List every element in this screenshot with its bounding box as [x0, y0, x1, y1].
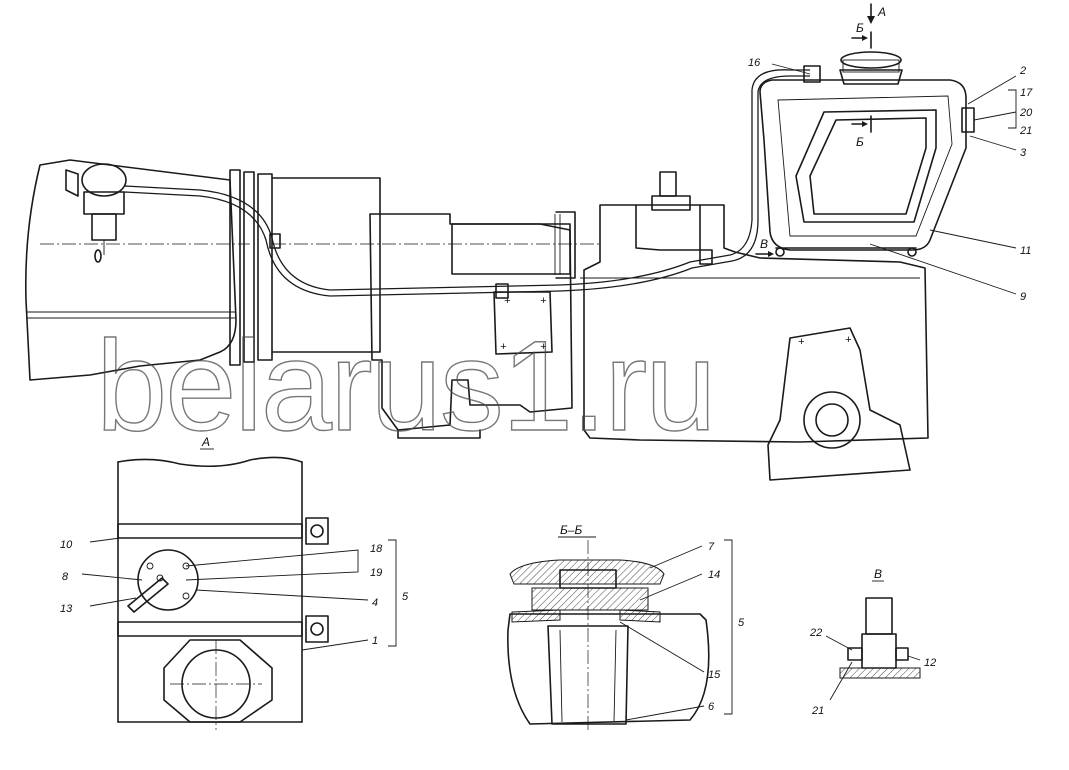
tank-filler-cap	[65, 163, 127, 263]
callout-14: 14	[708, 569, 720, 581]
callout-15: 15	[708, 669, 721, 681]
view-a: А 10 8 13 18 19 4	[60, 435, 409, 730]
svg-text:+: +	[845, 334, 852, 346]
arrow-b-top-label: Б	[856, 21, 864, 35]
center-housing	[272, 211, 600, 439]
svg-text:+: +	[798, 336, 805, 348]
section-b-title: Б–Б	[560, 523, 582, 537]
view-v: В 22 12 21	[809, 567, 936, 717]
callout-12: 12	[924, 657, 936, 669]
callout-13: 13	[60, 603, 73, 615]
section-b-b: Б–Б 7 14 5 15 6	[507, 523, 745, 732]
callout-5-mid: 5	[738, 617, 745, 629]
rear-pto-bracket: ++	[767, 327, 911, 481]
callout-17: 17	[1020, 87, 1033, 99]
main-callouts: 16 2 17 20 21 3 11 9	[748, 57, 1033, 303]
svg-text:+: +	[540, 341, 547, 353]
svg-text:+: +	[500, 341, 507, 353]
auxiliary-tank	[759, 51, 975, 257]
callout-10: 10	[60, 539, 73, 551]
callout-1: 1	[372, 635, 378, 647]
arrow-v-label: В	[760, 237, 768, 251]
view-a-title: А	[201, 435, 210, 449]
callout-3: 3	[1020, 147, 1027, 159]
callout-11: 11	[1020, 245, 1031, 257]
callout-5-left: 5	[402, 591, 409, 603]
arrow-b-mid-label: Б	[856, 135, 864, 149]
callout-22: 22	[809, 627, 822, 639]
svg-text:+: +	[504, 295, 511, 307]
callout-20: 20	[1019, 107, 1033, 119]
callout-2: 2	[1019, 65, 1026, 77]
view-v-title: В	[874, 567, 882, 581]
main-fuel-tank	[24, 159, 250, 381]
callout-4: 4	[372, 597, 378, 609]
callout-16: 16	[748, 57, 761, 69]
arrow-a-label: А	[877, 5, 886, 19]
fuel-line	[123, 65, 821, 299]
callout-21-top: 21	[1019, 125, 1032, 137]
main-view: ++ ++ ++	[24, 3, 1033, 481]
callout-7: 7	[708, 541, 715, 553]
callout-6: 6	[708, 701, 715, 713]
site-watermark: belarus1.ru	[96, 315, 714, 458]
section-arrows: А Б Б В	[755, 3, 886, 257]
callout-21-bottom: 21	[811, 705, 824, 717]
svg-text:+: +	[540, 295, 547, 307]
callout-9: 9	[1020, 291, 1026, 303]
tank-mount-flange	[229, 169, 381, 366]
callout-18: 18	[370, 543, 383, 555]
callout-8: 8	[62, 571, 69, 583]
callout-19: 19	[370, 567, 382, 579]
